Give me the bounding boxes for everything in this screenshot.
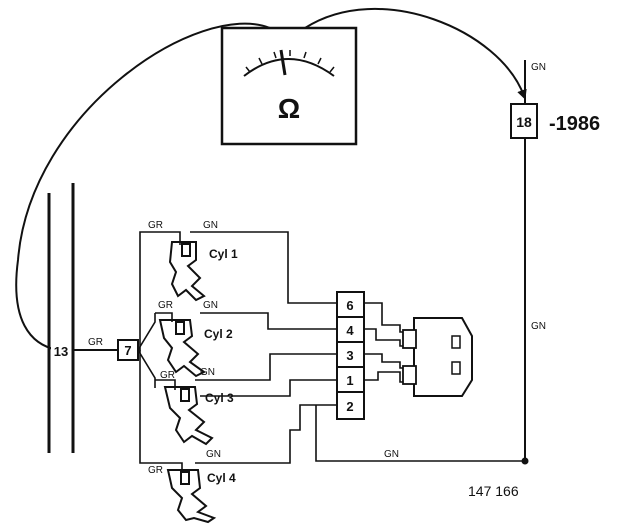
ohmmeter-body [220, 26, 358, 146]
injector-cyl4-label: Cyl 4 [207, 471, 236, 485]
connector-18-number: 18 [516, 114, 532, 130]
injector-cyl3-gr: GR [160, 370, 175, 381]
wiring-plug [402, 317, 473, 397]
injector-cyl3: Cyl 3 GR GN [160, 367, 234, 446]
test-lead-left [15, 22, 271, 354]
injector-cyl4-gr: GR [148, 465, 163, 476]
injector-cyl3-label: Cyl 3 [205, 391, 234, 405]
ohmmeter-needle [279, 49, 287, 76]
bus-13-label-bg [51, 342, 71, 358]
test-lead-right [304, 7, 527, 100]
block-pin-1-label: 1 [346, 373, 353, 388]
injector-cyl1-connector [181, 243, 191, 257]
bus-13-wire-color: GR [88, 337, 103, 348]
figure-number: 147 166 [468, 483, 519, 499]
injector-cyl1-gn: GN [203, 220, 218, 231]
injector-cyl2-gn: GN [203, 300, 218, 311]
terminal-block: 6 4 3 1 2 [336, 291, 365, 420]
plug-terminal-b [402, 365, 417, 385]
injector-cyl4: Cyl 4 GR GN [148, 449, 236, 524]
injector-cyl3-connector [180, 388, 190, 402]
wiring-plug-body [413, 317, 473, 397]
block-pin-4-label: 4 [346, 323, 354, 338]
ohmmeter-unit-symbol: Ω [278, 93, 300, 124]
injector-cyl2: Cyl 2 GR GN [158, 300, 233, 378]
connector-18: 18 -1986 GN [510, 60, 600, 139]
ohmmeter-scale-ticks [245, 50, 335, 73]
right-wire-color: GN [531, 321, 546, 332]
block-pin-6-label: 6 [346, 298, 353, 313]
injector-cyl2-gr: GR [158, 300, 173, 311]
connector-18-year-note: -1986 [549, 113, 600, 135]
ohmmeter-scale-arc [243, 58, 335, 77]
bottom-wire-color: GN [384, 449, 399, 460]
injector-cyl4-gn: GN [206, 449, 221, 460]
ohmmeter: Ω [220, 26, 358, 146]
connector-18-box [510, 103, 538, 139]
injector-cyl3-gn: GN [200, 367, 215, 378]
injector-cyl2-label: Cyl 2 [204, 327, 233, 341]
bus-13-number: 13 [54, 344, 68, 359]
gn-wires [190, 231, 525, 464]
block-pin-2-label: 2 [346, 399, 353, 414]
injector-cyl1-label: Cyl 1 [209, 247, 238, 261]
plug-slot-lower [451, 361, 461, 375]
bus-13: 13 [47, 183, 75, 453]
injector-cyl2-connector [175, 321, 185, 335]
injector-cyl1-gr: GR [148, 220, 163, 231]
plug-terminal-a [402, 329, 417, 349]
gr-distribution-wires [137, 231, 183, 470]
connector-7-number: 7 [124, 343, 131, 358]
plug-slot-upper [451, 335, 461, 349]
injector-cyl4-connector [180, 471, 190, 485]
block-pin-3-label: 3 [346, 348, 353, 363]
injector-cyl1: Cyl 1 GR GN [148, 220, 238, 302]
connector-18-wire-color: GN [531, 62, 546, 73]
block-pin-2 [336, 391, 365, 420]
